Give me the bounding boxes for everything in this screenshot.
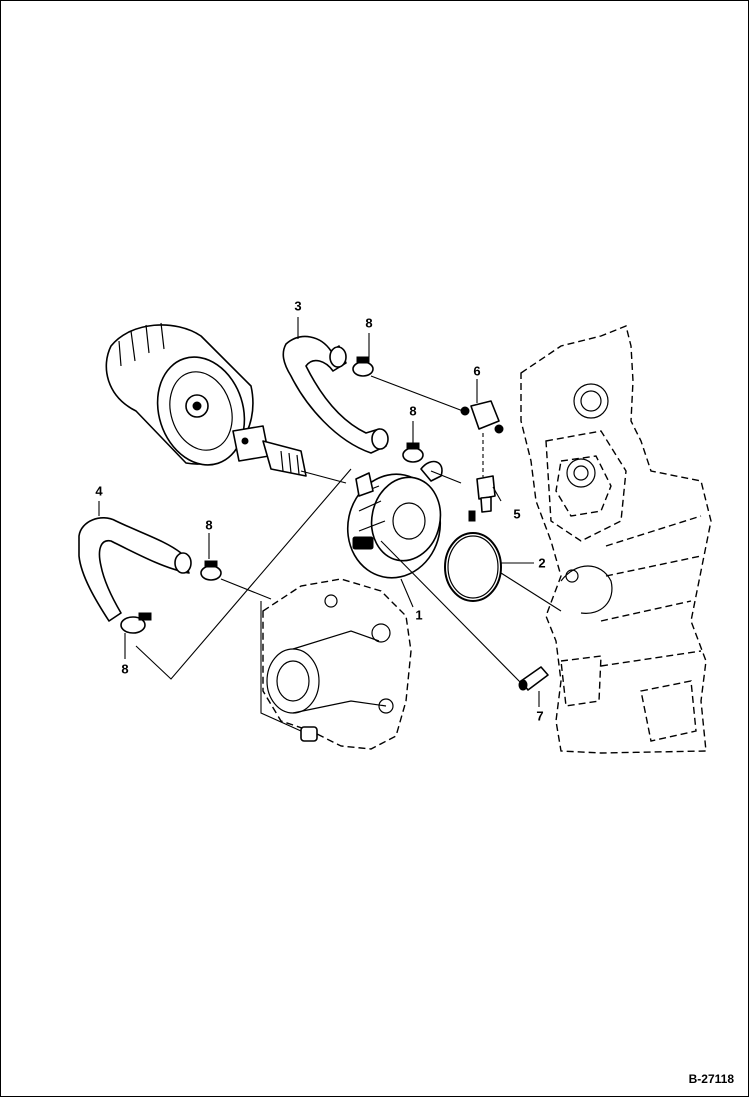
callout-5: 5 (513, 506, 521, 522)
callout-7: 7 (536, 708, 544, 724)
callout-4: 4 (95, 483, 103, 499)
callout-8-mid: 8 (409, 403, 417, 419)
callout-6: 6 (473, 363, 481, 379)
fitting (232, 425, 307, 477)
dowel-pin (518, 666, 549, 691)
callout-8-bottom: 8 (121, 661, 129, 677)
figure-id: B-27118 (688, 1072, 734, 1086)
hose-clamp-bottom (120, 612, 152, 634)
callout-3: 3 (294, 298, 302, 314)
sensor (468, 475, 496, 522)
oil-cooler (346, 460, 443, 579)
oil-filter (105, 322, 254, 466)
pump-housing (262, 578, 412, 750)
hose-upper (282, 335, 389, 454)
callout-2: 2 (538, 555, 546, 571)
engine-block (520, 325, 712, 754)
callout-8-top: 8 (365, 315, 373, 331)
callout-8-left: 8 (205, 517, 213, 533)
hose-clamp-left (200, 560, 222, 581)
hose-clamp-top (352, 356, 374, 377)
leader-lines (98, 317, 540, 707)
elbow-fitting (460, 400, 504, 434)
hose-lower (78, 517, 192, 622)
o-ring (444, 532, 502, 602)
assembly-lines (135, 375, 562, 732)
hose-clamp-mid (402, 442, 424, 463)
callout-1: 1 (415, 607, 423, 623)
